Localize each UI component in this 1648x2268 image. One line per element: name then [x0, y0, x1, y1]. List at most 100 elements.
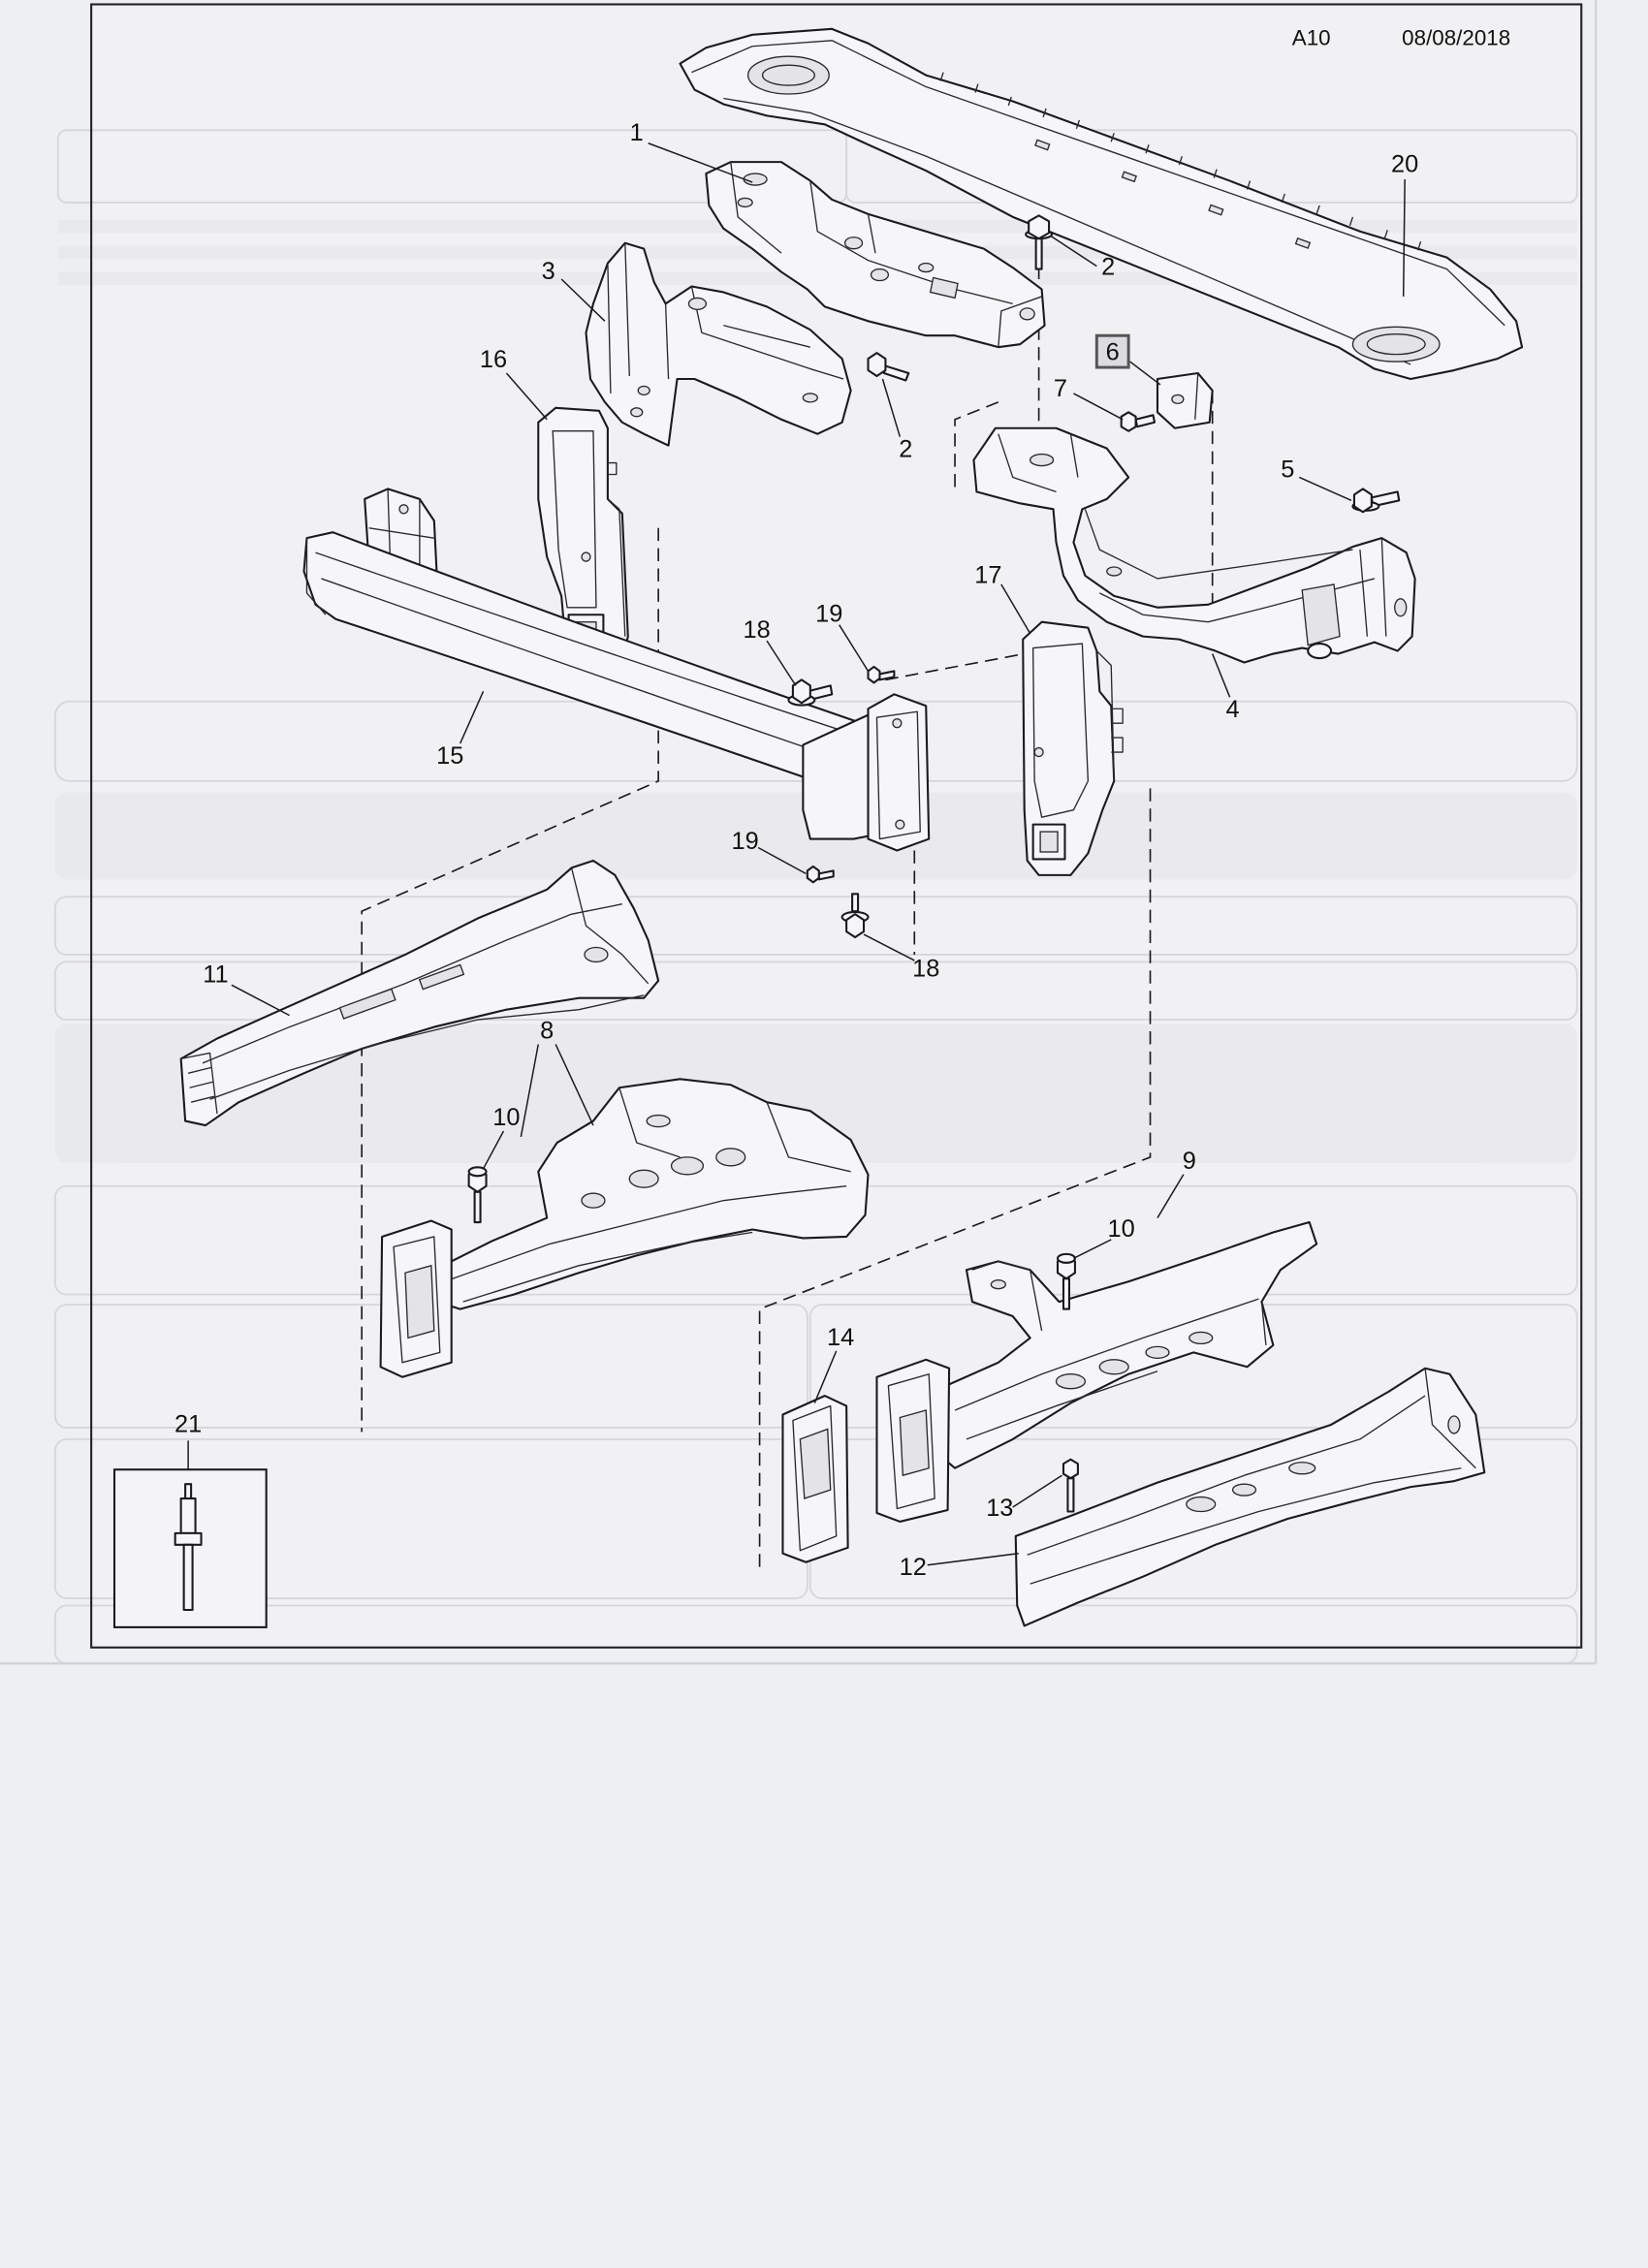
part-15-beam-edge — [315, 551, 886, 746]
part-9-cutout — [1055, 1373, 1087, 1390]
bolt-head — [791, 678, 811, 705]
part-9-cutout — [1098, 1359, 1129, 1375]
part-1-outline — [705, 161, 1046, 349]
part-6-bend — [1194, 372, 1199, 420]
leader-18-lower — [863, 933, 915, 961]
callout-2-lower: 2 — [899, 436, 912, 463]
leader-8 — [520, 1044, 594, 1138]
callout-16: 16 — [480, 346, 507, 373]
page-code: A10 — [1292, 25, 1331, 49]
callout-20: 20 — [1391, 151, 1418, 178]
bolt-head — [1352, 488, 1373, 514]
part-4-hole — [1029, 453, 1055, 467]
part-15-hole — [895, 819, 905, 830]
ghost-box — [53, 896, 1578, 956]
part-20-outline — [679, 27, 1524, 381]
callout-18-lower: 18 — [912, 955, 939, 982]
part-7-bolt — [1120, 411, 1157, 432]
callout-3: 3 — [542, 258, 555, 285]
ghost-box — [53, 961, 1578, 1021]
part-11-detail — [202, 867, 650, 1100]
part-1-hole — [743, 173, 768, 186]
part-10-nut-right — [1056, 1252, 1076, 1310]
part-17-outline — [1022, 620, 1116, 876]
part-16-hole — [581, 551, 591, 562]
part-1-drawing — [705, 161, 1046, 349]
part-8-cutout — [581, 1192, 606, 1209]
part-1-hole — [918, 262, 935, 273]
leader-18-upper — [766, 640, 797, 686]
callout-14: 14 — [827, 1324, 854, 1351]
part-3-hole — [630, 407, 644, 418]
page-date: 08/08/2018 — [1402, 25, 1510, 49]
part-20-opening — [746, 55, 830, 95]
part-3-hole — [802, 393, 818, 403]
dashed-line — [758, 788, 1152, 1570]
part-20-opening-inner — [1366, 333, 1426, 356]
part-8-flange-inner — [393, 1236, 441, 1364]
part-20-slot — [1208, 204, 1224, 216]
part-20-flange — [691, 40, 1505, 327]
part-4-hole — [1106, 566, 1123, 577]
callout-13: 13 — [986, 1495, 1013, 1522]
rivet-flange — [174, 1531, 203, 1546]
screw-head — [806, 865, 820, 884]
callout-17: 17 — [974, 561, 1001, 588]
leader-1 — [648, 142, 753, 183]
leader-14 — [813, 1350, 838, 1403]
callout-5: 5 — [1281, 456, 1294, 483]
leader-16 — [505, 372, 548, 421]
rivet-body — [179, 1497, 197, 1534]
frame-border — [90, 3, 1583, 1649]
part-8-drawing — [379, 1078, 870, 1378]
callout-2-upper: 2 — [1101, 254, 1115, 281]
part-1-hole — [737, 197, 753, 208]
part-3-hole — [687, 297, 708, 311]
callout-9: 9 — [1183, 1148, 1196, 1175]
part-1-hole — [1019, 307, 1035, 321]
part-9-drawing — [875, 1220, 1318, 1523]
bolt-shank — [1034, 237, 1043, 270]
part-12-cutout — [1186, 1496, 1217, 1513]
part-13-clip — [1062, 1458, 1079, 1513]
bolt-shank — [851, 893, 860, 913]
part-21-inset — [112, 1468, 268, 1628]
callout-11: 11 — [203, 961, 228, 988]
part-11-drawing — [179, 859, 660, 1127]
part-3-hole — [637, 385, 650, 396]
bolt-head — [1120, 411, 1137, 432]
leader-lines — [187, 142, 1406, 1566]
part-19-screw-upper — [867, 665, 896, 684]
part-8-cutout — [715, 1148, 746, 1167]
part-3-outline — [585, 241, 852, 447]
leader-4 — [1212, 653, 1231, 698]
part-15-right-flange-inner — [875, 710, 921, 840]
leader-20 — [1402, 179, 1406, 297]
part-20-opening — [1351, 326, 1441, 362]
part-8-detail — [448, 1087, 851, 1303]
part-1-detail — [730, 162, 1042, 348]
part-20-slot — [1034, 139, 1051, 151]
part-15-hole — [398, 504, 409, 515]
part-14-inner — [792, 1404, 838, 1552]
callout-21: 21 — [174, 1410, 202, 1437]
part-10-nut-left — [467, 1166, 488, 1224]
leader-10-left — [482, 1130, 505, 1170]
leader-19-upper — [839, 624, 870, 672]
part-1-square-hole — [929, 276, 959, 299]
nut-cap — [467, 1166, 488, 1178]
part-20-serrations — [939, 72, 1422, 251]
dashed-line — [885, 652, 1025, 681]
part-3-detail — [607, 242, 844, 394]
part-1-hole — [843, 236, 864, 250]
callout-6-box — [1094, 333, 1130, 369]
callout-15: 15 — [436, 742, 463, 770]
part-9-flange-inner — [887, 1373, 935, 1510]
part-9-detail — [954, 1260, 1267, 1440]
rivet-shaft — [182, 1543, 194, 1612]
part-6-hole — [1171, 394, 1185, 405]
show-through-artifacts — [0, 0, 1598, 1665]
dashed-line — [954, 401, 999, 492]
leader-5 — [1298, 476, 1352, 502]
part-3-drawing — [585, 241, 852, 447]
